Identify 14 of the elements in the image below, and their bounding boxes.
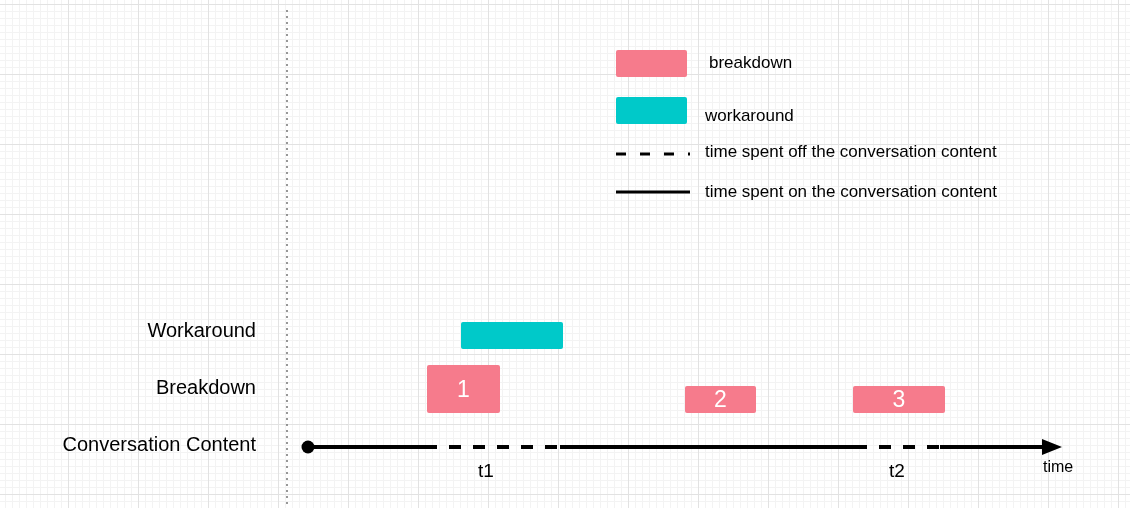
row-label: Breakdown — [155, 377, 256, 397]
breakdown-box: 1 — [427, 365, 500, 413]
legend-label: time spent off the conversation content — [705, 143, 997, 160]
legend-label: time spent on the conversation content — [705, 183, 997, 200]
time-label: t1 — [478, 461, 494, 480]
workaround-bar — [461, 322, 563, 349]
row-label: Workaround — [147, 320, 256, 340]
legend-label: workaround — [705, 107, 794, 124]
legend-label: breakdown — [709, 54, 793, 71]
row-label: Conversation Content — [62, 434, 256, 454]
axis-label: time — [1043, 459, 1074, 475]
breakdown-box: 2 — [685, 386, 756, 413]
breakdown-box: 3 — [853, 386, 945, 413]
time-label: t2 — [889, 461, 905, 480]
